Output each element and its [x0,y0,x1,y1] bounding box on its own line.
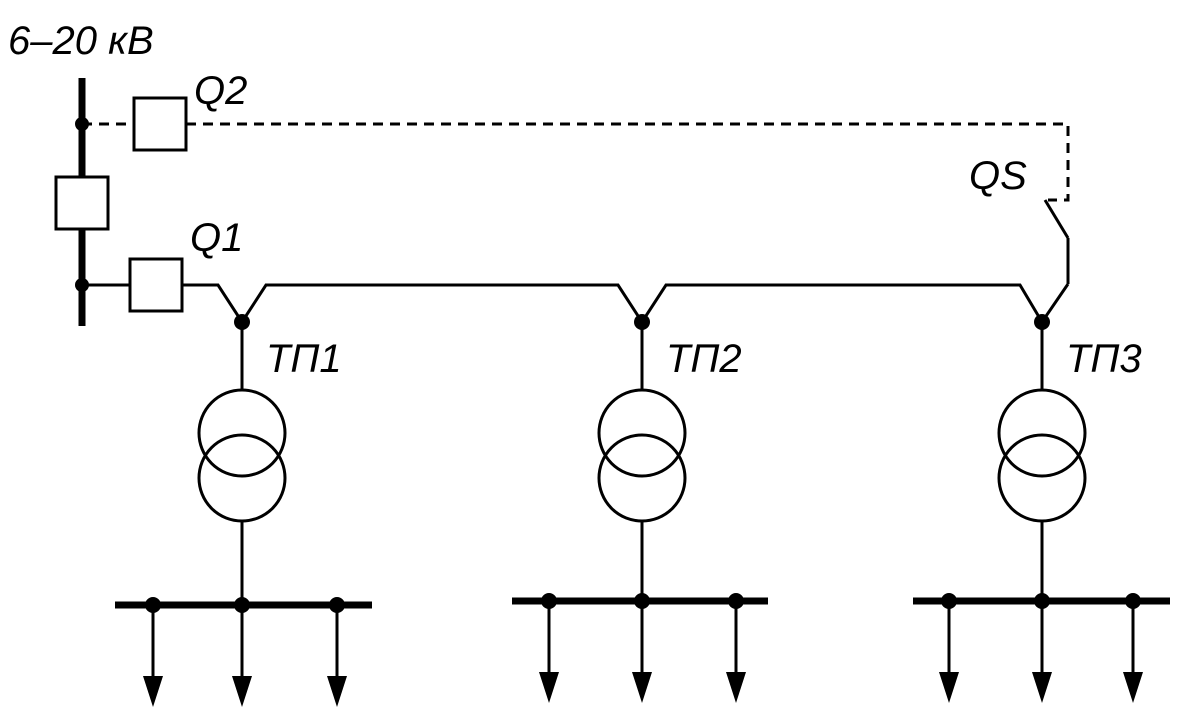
tp2-label: ТП2 [666,337,742,381]
q1-feeder: Q1 [75,216,1070,325]
sectional-breaker [54,175,110,231]
tp2-outgoing-arrow-3 [726,672,746,703]
tp1-outgoing-arrow-3 [327,676,347,707]
tp2-outgoing-arrow-1 [539,672,559,703]
substation-tp2: ТП2 [512,314,768,703]
tp2-outgoing-arrow-2 [632,672,652,703]
qs-switch: QS [969,154,1070,284]
q2-feeder: Q2 [75,69,1070,202]
tp1-transformer-winding-lv [197,433,287,523]
substation-tp1: ТП1 [115,314,372,707]
tp2-transformer-winding-hv [597,388,687,478]
substation-tp3: ТП3 [913,314,1170,703]
main-line [182,283,1070,325]
tp2-transformer-winding-lv [597,433,687,523]
tp1-outgoing-arrow-2 [232,676,252,707]
voltage-label: 6–20 кВ [8,19,154,63]
tp1-label: ТП1 [266,337,342,381]
tp3-outgoing-arrow-2 [1032,672,1052,703]
tp3-transformer-winding-hv [997,388,1087,478]
q2-label: Q2 [194,69,247,113]
tp3-transformer-winding-lv [997,433,1087,523]
tp3-outgoing-arrow-1 [939,672,959,703]
q1-breaker [128,257,184,313]
qs-label: QS [969,154,1027,198]
tp1-transformer-winding-hv [197,388,287,478]
tp3-outgoing-arrow-3 [1123,672,1143,703]
tp1-outgoing-arrow-1 [143,676,163,707]
q2-breaker [132,96,188,152]
q1-label: Q1 [190,216,243,260]
tp3-label: ТП3 [1066,337,1142,381]
